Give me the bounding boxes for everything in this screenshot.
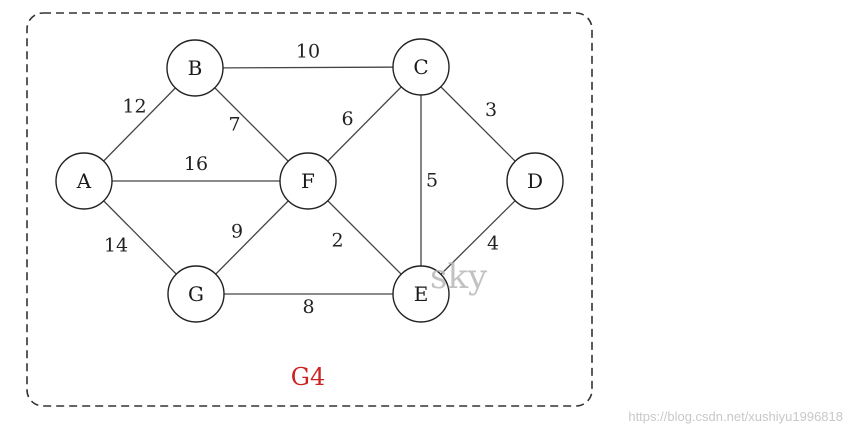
node-label-b: B [188,56,203,80]
dashed-frame [26,12,593,407]
edge-weight-g-e: 8 [302,296,314,318]
node-f: F [279,152,337,210]
edge-weight-a-f: 16 [184,153,208,175]
node-label-d: D [527,169,543,193]
node-circle-a [55,152,113,210]
node-circle-g [167,265,225,323]
edge-weight-b-f: 7 [228,114,240,136]
edge-weight-c-d: 3 [485,99,497,121]
edge-weight-a-g: 14 [104,235,128,257]
node-g: G [167,265,225,323]
node-circle-c [392,38,450,96]
node-label-g: G [188,282,204,306]
edge-b-c [194,66,422,69]
watermark-source-url: https://blog.csdn.net/xushiyu1996818 [628,409,843,424]
node-circle-e [392,265,450,323]
edge-weight-c-e: 5 [426,170,438,192]
node-e: E [392,265,450,323]
edge-weight-d-e: 4 [487,233,499,255]
node-circle-f [279,152,337,210]
edge-weight-f-e: 2 [331,230,343,252]
node-c: C [392,38,450,96]
node-a: A [55,152,113,210]
node-label-e: E [414,282,429,306]
edge-weight-f-g: 9 [231,221,243,243]
node-d: D [506,152,564,210]
edge-weight-b-c: 10 [296,41,320,63]
nodes-layer: A B C D E F G [55,38,564,323]
node-circle-d [506,152,564,210]
node-label-f: F [301,169,315,193]
graph-name-label: G4 [291,363,325,391]
node-circle-b [166,39,224,97]
node-label-c: C [413,55,428,79]
node-b: B [166,39,224,97]
edge-weight-a-b: 12 [122,96,146,118]
edge-weight-c-f: 6 [341,108,353,130]
node-label-a: A [76,169,92,193]
watermark-overlay-text: sky [430,257,488,297]
